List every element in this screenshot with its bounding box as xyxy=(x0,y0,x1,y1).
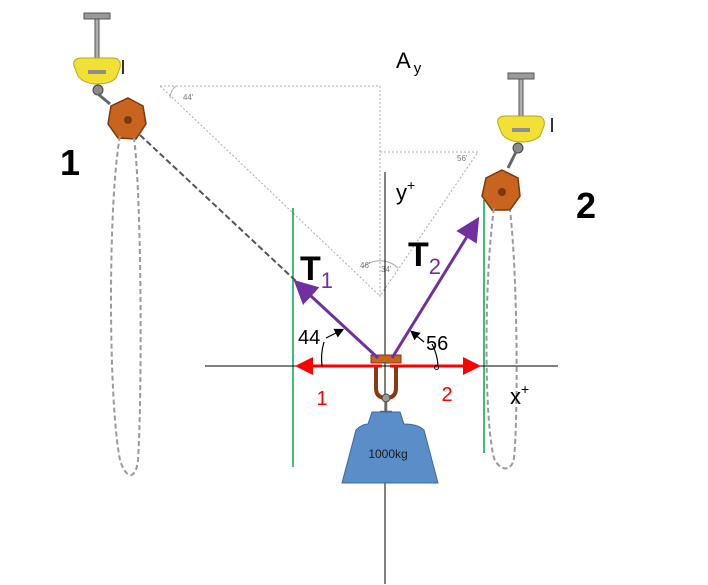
triangle-right xyxy=(379,151,479,298)
beam-1-top xyxy=(83,12,111,20)
triangle-arc-bottom xyxy=(361,260,399,269)
triangle-angle-top-right: 56' xyxy=(457,154,468,163)
axis-x-label: x+ xyxy=(510,381,529,409)
anchor-label-2: 2 xyxy=(576,185,596,226)
triangle-angle-top-left: 44' xyxy=(183,93,194,102)
angle-arc-1 xyxy=(320,341,325,367)
tension-vector-2 xyxy=(390,216,480,359)
tension-label-2-letter: T xyxy=(408,236,429,274)
axis-y-letter: y xyxy=(396,180,407,205)
beam-2-top xyxy=(507,72,535,80)
tension-vector-1 xyxy=(293,279,380,360)
chain-loop-1 xyxy=(110,135,142,476)
component-label-2: 2 xyxy=(441,384,452,406)
hook-and-weight: 1000kg xyxy=(341,354,439,484)
anchor-label-1: 1 xyxy=(60,142,80,183)
tension-label-1: T1 xyxy=(300,250,333,293)
degree-mark: ° xyxy=(433,362,440,382)
point-a-subscript: y xyxy=(414,60,422,77)
triangle-arc-top-left xyxy=(169,85,177,99)
chain-1-to-hook xyxy=(139,134,299,284)
axis-x-letter: x xyxy=(510,384,521,409)
tension-label-1-letter: T xyxy=(300,250,321,288)
angle-pointer-2 xyxy=(410,330,425,343)
tension-label-2-subscript: 2 xyxy=(429,254,441,279)
hoist-1 xyxy=(73,12,299,476)
weight-label: 1000kg xyxy=(368,447,407,461)
hoist-2 xyxy=(481,72,553,470)
construction-triangles: 44' 56' 46' 34' xyxy=(158,85,479,298)
axis-x-superscript: + xyxy=(521,381,529,397)
angle-pointer-1 xyxy=(325,328,345,339)
chain-loop-2 xyxy=(485,207,518,470)
shackle xyxy=(374,366,398,401)
point-a-letter: A xyxy=(396,48,411,73)
triangle-left xyxy=(158,85,381,298)
tension-label-1-subscript: 1 xyxy=(321,268,333,293)
triangle-angle-bottom-left: 46' xyxy=(360,261,371,270)
tension-label-2: T2 xyxy=(408,236,441,279)
angle-label-1: 44 xyxy=(298,327,320,349)
axis-y-label: y+ xyxy=(396,177,415,205)
angle-arc-2 xyxy=(431,343,439,367)
component-label-1: 1 xyxy=(316,388,327,410)
triangle-angle-bottom-right: 34' xyxy=(381,265,392,274)
weight-block xyxy=(341,411,439,484)
axis-y-superscript: + xyxy=(407,177,415,193)
angle-label-2: 56 xyxy=(426,333,448,355)
